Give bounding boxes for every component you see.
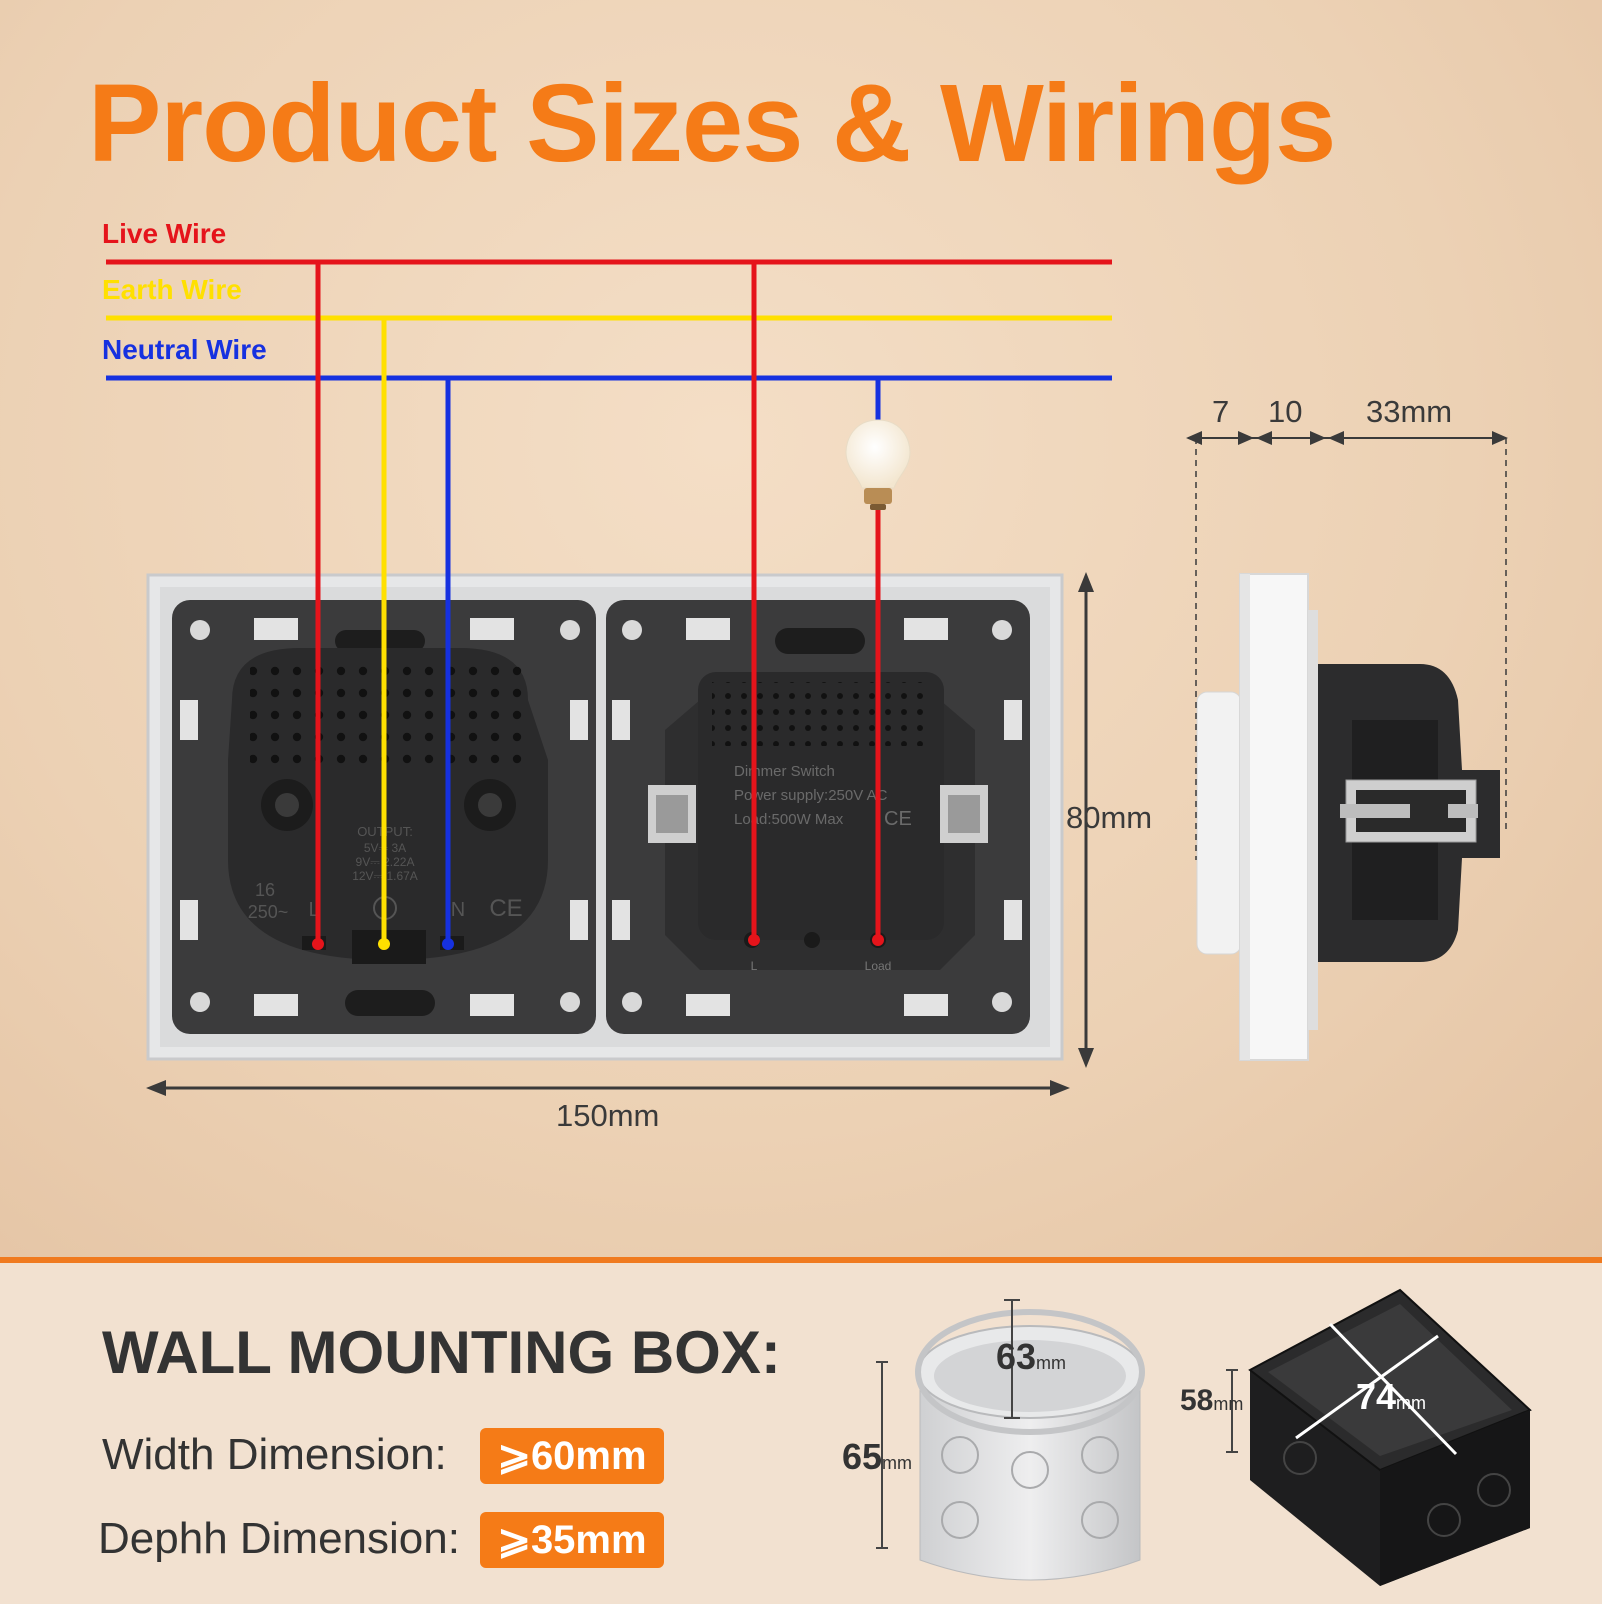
width-dimension (146, 1080, 1070, 1096)
socket-rating-top: 16 (255, 880, 275, 900)
dimmer-module: Dimmer Switch Power supply:250V AC Load:… (606, 600, 1030, 1034)
height-dimension-label: 80mm (1066, 800, 1153, 835)
dimmer-label-line-3: Load:500W Max (734, 811, 844, 828)
depth-spec-badge: ⩾35mm (480, 1512, 664, 1568)
round-box-height: 65mm (842, 1436, 913, 1477)
dimmer-term-load: Load (865, 959, 892, 973)
live-wire-label: Live Wire (102, 218, 227, 249)
socket-term-n: N (451, 899, 465, 921)
socket-term-l: L (308, 899, 319, 921)
section-divider (0, 1257, 1602, 1263)
dimmer-ce-mark: CE (884, 808, 912, 830)
neutral-wire-label: Neutral Wire (102, 334, 267, 365)
depth-spec-label: Dephh Dimension: (98, 1514, 460, 1563)
socket-rating-bottom: 250~ (248, 902, 289, 922)
square-wall-box (1226, 1288, 1532, 1586)
depth-dimension (1186, 431, 1508, 860)
depth-a-label: 7 (1212, 394, 1230, 429)
page-title: Product Sizes & Wirings (88, 62, 1336, 185)
depth-c-label: 33mm (1366, 394, 1453, 429)
square-box-width: 74mm (1356, 1376, 1427, 1417)
round-wall-box (876, 1299, 1145, 1581)
dimmer-term-l: L (751, 959, 758, 973)
square-box-height: 58mm (1180, 1384, 1244, 1417)
earth-wire-label: Earth Wire (102, 274, 242, 305)
width-dimension-label: 150mm (556, 1098, 660, 1133)
width-spec-badge: ⩾60mm (480, 1428, 664, 1484)
side-view (1196, 573, 1500, 1061)
round-box-diameter: 63mm (996, 1336, 1067, 1377)
wall-plate: OUTPUT: 5V⎓ 3A 9V⎓ 2.22A 12V⎓ 1.67A 16 2… (146, 573, 1064, 1061)
width-spec-label: Width Dimension: (102, 1430, 447, 1479)
dimmer-label-line-2: Power supply:250V AC (734, 787, 888, 804)
socket-module: OUTPUT: 5V⎓ 3A 9V⎓ 2.22A 12V⎓ 1.67A 16 2… (172, 600, 596, 1034)
height-dimension (1078, 572, 1094, 1068)
depth-b-label: 10 (1268, 394, 1303, 429)
socket-ce-mark: CE (489, 895, 522, 922)
dimmer-label-line-1: Dimmer Switch (734, 763, 835, 780)
light-bulb-icon (845, 419, 911, 510)
wall-box-title: WALL MOUNTING BOX: (102, 1319, 781, 1386)
